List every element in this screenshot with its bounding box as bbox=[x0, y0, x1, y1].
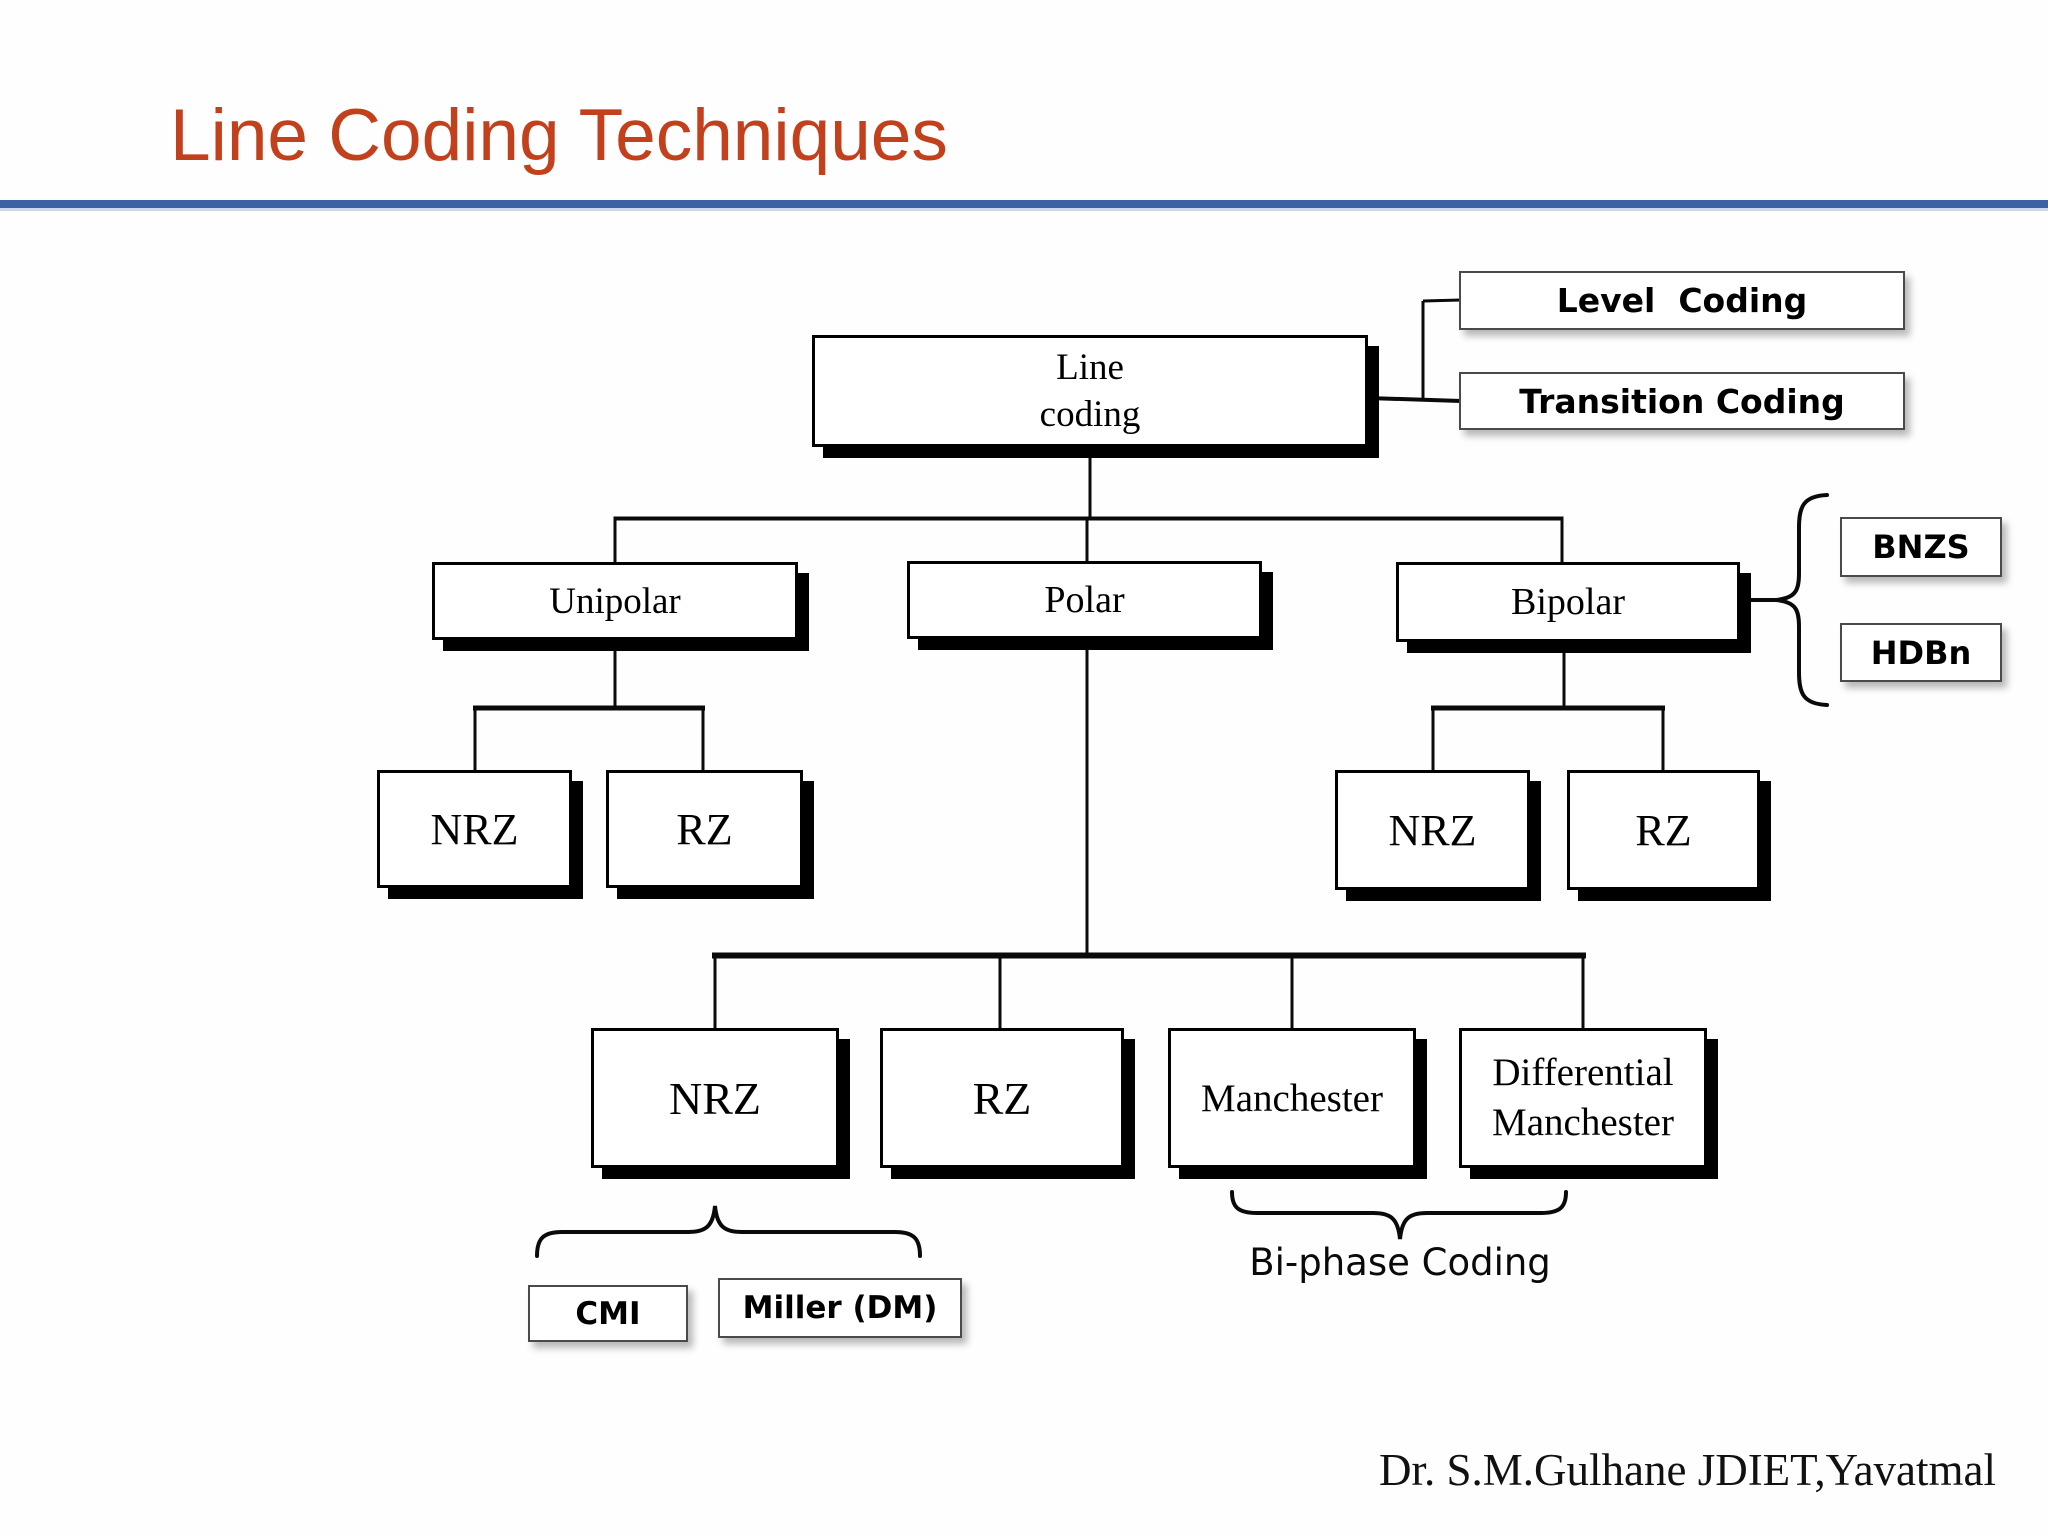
unipolar-rz-label: RZ bbox=[676, 804, 733, 854]
line-coding-label-line2: coding bbox=[1039, 394, 1141, 435]
box-bnzs: BNZS bbox=[1840, 517, 2002, 577]
page-title: Line Coding Techniques bbox=[170, 95, 948, 176]
unipolar-nrz-label: NRZ bbox=[430, 804, 519, 854]
footer-credit: Dr. S.M.Gulhane JDIET,Yavatmal bbox=[1378, 1445, 1996, 1495]
brace-nrz-variants bbox=[535, 1205, 922, 1258]
box-unipolar: Unipolar bbox=[432, 562, 798, 640]
box-bipolar: Bipolar bbox=[1396, 562, 1740, 642]
box-polar-nrz: NRZ bbox=[591, 1028, 839, 1168]
polar-label: Polar bbox=[1044, 579, 1125, 621]
manchester-label: Manchester bbox=[1201, 1076, 1383, 1120]
transition-coding-label: Transition Coding bbox=[1519, 381, 1845, 421]
biphase-coding-label: Bi-phase Coding bbox=[1249, 1241, 1551, 1284]
box-differential-manchester: Differential Manchester bbox=[1459, 1028, 1707, 1168]
box-line-coding: Line coding bbox=[812, 335, 1368, 447]
box-polar-rz: RZ bbox=[880, 1028, 1124, 1168]
differential-manchester-label-line2: Manchester bbox=[1492, 1101, 1674, 1144]
bnzs-label: BNZS bbox=[1872, 528, 1970, 566]
box-unipolar-nrz: NRZ bbox=[377, 770, 572, 888]
box-polar: Polar bbox=[907, 561, 1262, 639]
polar-rz-label: RZ bbox=[972, 1072, 1032, 1124]
box-level-coding: Level Coding bbox=[1459, 271, 1905, 330]
box-hdbn: HDBn bbox=[1840, 623, 2002, 682]
differential-manchester-label-line1: Differential bbox=[1492, 1051, 1674, 1094]
brace-bnzs-hdbn bbox=[1746, 493, 1829, 707]
bipolar-nrz-label: NRZ bbox=[1388, 805, 1477, 855]
level-coding-label: Level Coding bbox=[1556, 281, 1808, 320]
hdbn-label: HDBn bbox=[1870, 633, 1972, 672]
box-unipolar-rz: RZ bbox=[606, 770, 803, 888]
box-miller-dm: Miller (DM) bbox=[718, 1278, 962, 1338]
box-transition-coding: Transition Coding bbox=[1459, 372, 1905, 430]
line-coding-label-line1: Line bbox=[1056, 347, 1124, 388]
unipolar-label: Unipolar bbox=[549, 580, 681, 622]
box-manchester: Manchester bbox=[1168, 1028, 1416, 1168]
brace-biphase bbox=[1230, 1190, 1568, 1240]
miller-dm-label: Miller (DM) bbox=[742, 1290, 938, 1326]
polar-nrz-label: NRZ bbox=[669, 1072, 761, 1124]
title-rule bbox=[0, 200, 2048, 211]
box-bipolar-nrz: NRZ bbox=[1335, 770, 1530, 890]
cmi-label: CMI bbox=[575, 1295, 641, 1332]
bipolar-rz-label: RZ bbox=[1635, 805, 1692, 855]
box-cmi: CMI bbox=[528, 1285, 688, 1342]
box-bipolar-rz: RZ bbox=[1567, 770, 1760, 890]
bipolar-label: Bipolar bbox=[1511, 581, 1625, 623]
